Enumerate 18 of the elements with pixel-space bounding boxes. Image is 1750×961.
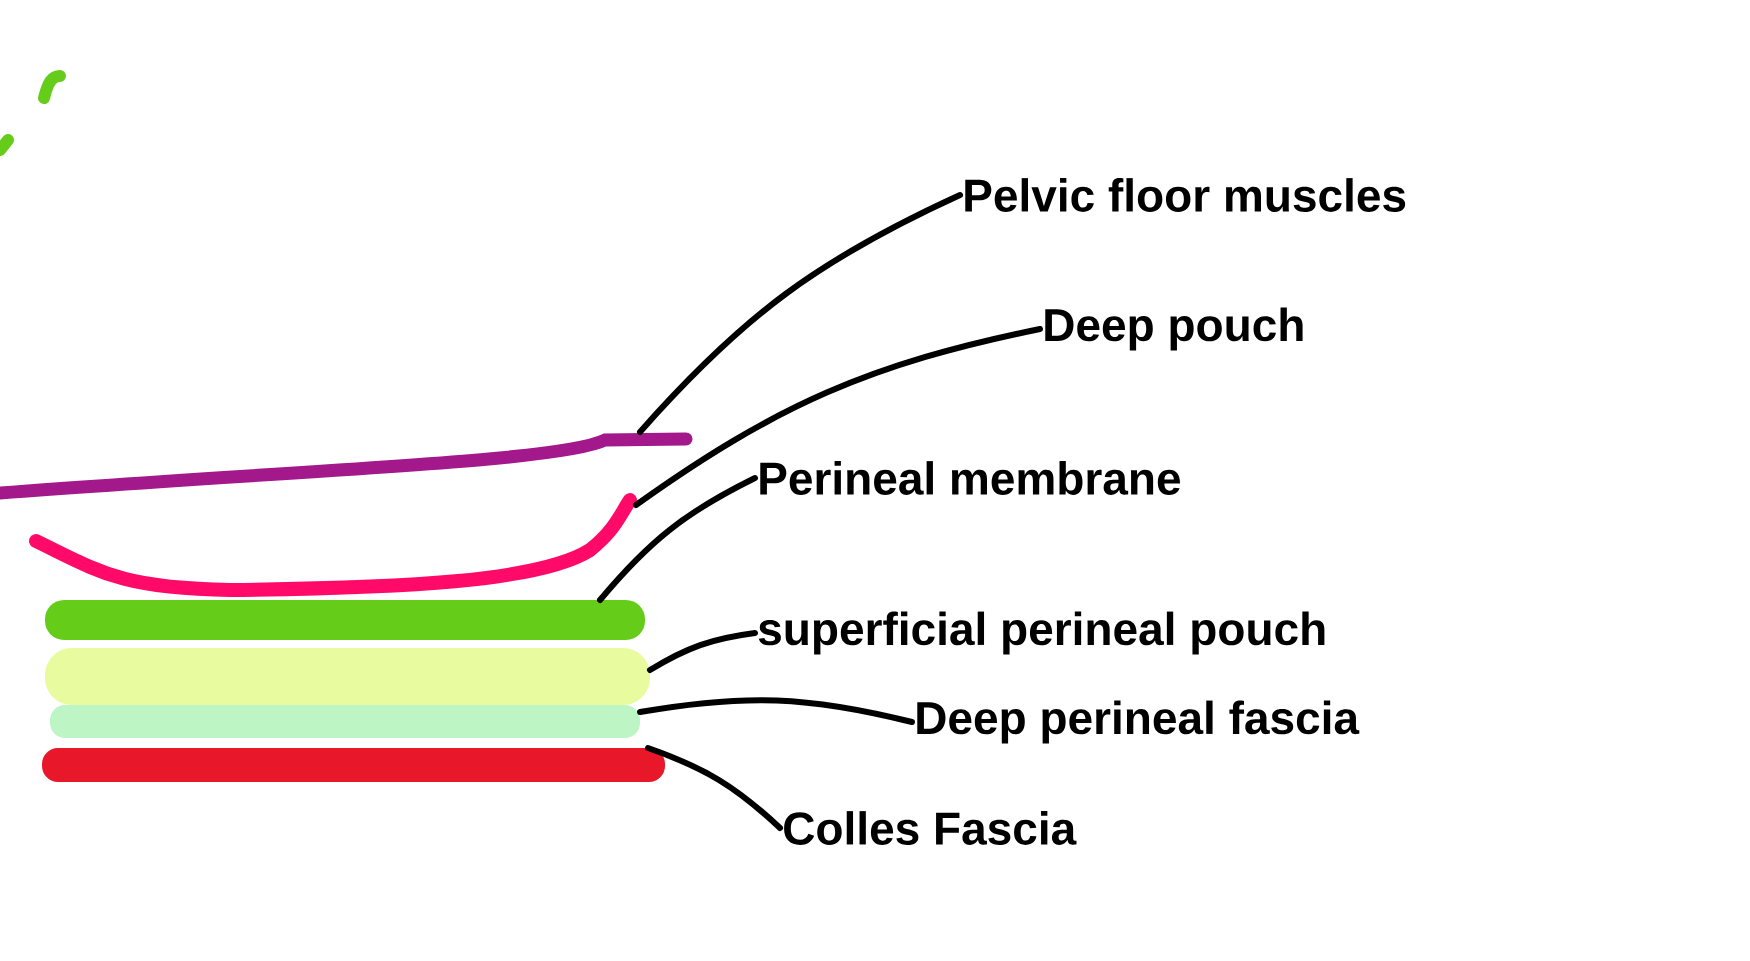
membrane-layer	[29, 493, 637, 597]
tissue-layer	[45, 648, 650, 705]
leader-line	[597, 475, 758, 603]
leader-line	[633, 326, 1043, 508]
part-label: Deep pouch	[1045, 307, 1303, 351]
part-label: Pelvic floor muscles	[965, 178, 1406, 212]
leader-line	[647, 630, 758, 673]
tissue-layer	[42, 748, 665, 782]
leader-line	[637, 192, 963, 435]
part-label: Perineal membrane	[760, 461, 1180, 495]
part-label: Deep perineal fascia	[917, 700, 1360, 744]
part-label: Colles Fascia	[784, 811, 1077, 845]
tissue-layer	[50, 705, 640, 738]
leader-line	[637, 697, 915, 725]
leader-line	[645, 745, 783, 831]
part-label: superficial perineal pouch	[758, 611, 1325, 655]
tissue-layer	[45, 600, 645, 640]
muscle-layer	[0, 432, 693, 500]
